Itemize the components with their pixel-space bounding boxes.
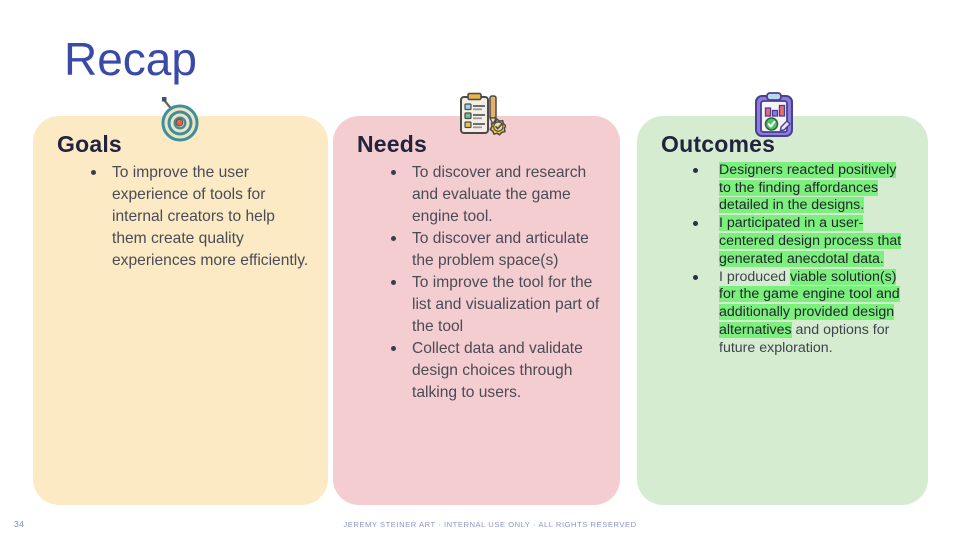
- list-item: Designers reacted positively to the find…: [653, 161, 912, 215]
- list-item: To improve the user experience of tools …: [49, 162, 312, 272]
- list-item: I produced viable solution(s) for the ga…: [653, 268, 912, 358]
- list-item: I participated in a user-centered design…: [653, 215, 912, 268]
- card-outcomes: Outcomes Designers reacted positively to…: [637, 92, 928, 505]
- dartboard-target-icon: [150, 92, 206, 148]
- list-item: To discover and research and evaluate th…: [349, 162, 604, 228]
- clipboard-report-check-icon: [747, 88, 803, 144]
- page-number: 34: [14, 519, 25, 529]
- card-outcomes-heading: Outcomes: [661, 131, 776, 157]
- list-item: To discover and articulate the problem s…: [349, 228, 604, 272]
- list-item: To improve the tool for the list and vis…: [349, 272, 604, 338]
- card-outcomes-bullets: Designers reacted positively to the find…: [653, 161, 912, 358]
- list-item: Collect data and validate design choices…: [349, 338, 604, 404]
- card-needs-bullets: To discover and research and evaluate th…: [349, 162, 604, 404]
- plain-text: and options for future exploration.: [719, 322, 890, 356]
- card-goals-heading: Goals: [57, 131, 122, 157]
- footer-copyright: JEREMY STEINER ART · INTERNAL USE ONLY ·…: [343, 520, 637, 529]
- card-needs: Needs To discover and research and evalu…: [333, 92, 620, 505]
- page-title: Recap: [64, 33, 197, 85]
- card-needs-heading: Needs: [357, 131, 428, 157]
- card-goals-bullets: To improve the user experience of tools …: [49, 162, 312, 272]
- highlighted-text: I participated in a user-centered design…: [719, 215, 902, 267]
- card-goals: Goals To improve the user experience of …: [33, 97, 328, 505]
- plain-text: I produced: [719, 268, 790, 285]
- highlighted-text: Designers reacted positively to the find…: [719, 161, 897, 214]
- clipboard-checklist-pencil-badge-icon: [450, 88, 507, 144]
